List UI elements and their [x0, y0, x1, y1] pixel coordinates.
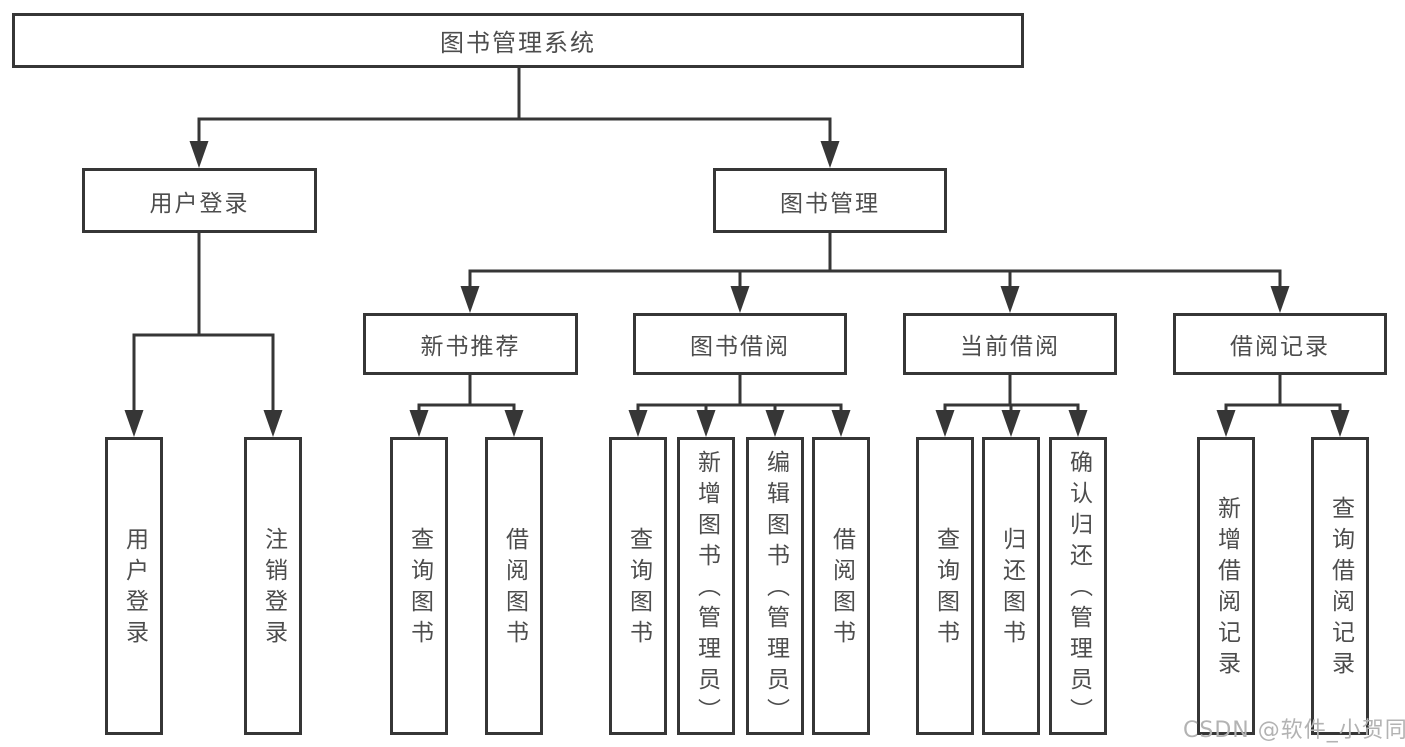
connector-level2	[197, 117, 832, 148]
arrow-down-icon	[1270, 286, 1290, 313]
node-user-login: 用户登录	[82, 168, 317, 233]
arrow-down-icon	[730, 286, 750, 313]
arrow-down-icon	[831, 410, 851, 437]
leaf-return-books: 归还图书	[982, 437, 1040, 735]
leaf-edit-books-admin: 编辑图书（管理员）	[746, 437, 804, 735]
arrow-down-icon	[820, 141, 840, 168]
arrow-down-icon	[1000, 286, 1020, 313]
watermark: CSDN @软件_小贺同学	[1183, 718, 1405, 743]
leaf-user-login: 用户登录	[105, 437, 163, 735]
connector-new-book-recommend	[417, 375, 516, 415]
connector-user-login	[132, 233, 275, 415]
arrow-down-icon	[1330, 410, 1350, 437]
connector-current-borrow	[943, 375, 1080, 415]
arrow-down-icon	[935, 410, 955, 437]
arrow-down-icon	[696, 410, 716, 437]
connector-book-management	[468, 233, 1282, 293]
arrow-down-icon	[460, 286, 480, 313]
leaf-query-books-recommend: 查询图书	[390, 437, 448, 735]
leaf-logout: 注销登录	[244, 437, 302, 735]
arrow-down-icon	[504, 410, 524, 437]
leaf-confirm-return-admin: 确认归还（管理员）	[1049, 437, 1107, 735]
arrow-down-icon	[1068, 410, 1088, 437]
leaf-borrow-books-recommend: 借阅图书	[485, 437, 543, 735]
connector-book-borrow	[636, 375, 843, 415]
arrow-down-icon	[1216, 410, 1236, 437]
leaf-borrow-books: 借阅图书	[812, 437, 870, 735]
arrow-down-icon	[1001, 410, 1021, 437]
node-book-management: 图书管理	[713, 168, 947, 233]
node-library-management-system: 图书管理系统	[12, 13, 1024, 68]
arrow-down-icon	[189, 141, 209, 168]
leaf-query-books-borrow: 查询图书	[609, 437, 667, 735]
arrow-down-icon	[765, 410, 785, 437]
node-borrow-records: 借阅记录	[1173, 313, 1387, 375]
arrow-down-icon	[263, 410, 283, 437]
node-new-book-recommend: 新书推荐	[363, 313, 578, 375]
connector-borrow-records	[1224, 375, 1342, 415]
node-current-borrow: 当前借阅	[903, 313, 1117, 375]
leaf-query-borrow-record: 查询借阅记录	[1311, 437, 1369, 735]
leaf-query-books-current: 查询图书	[916, 437, 974, 735]
arrow-down-icon	[628, 410, 648, 437]
arrow-down-icon	[409, 410, 429, 437]
node-book-borrow: 图书借阅	[633, 313, 847, 375]
arrow-down-icon	[124, 410, 144, 437]
leaf-add-books-admin: 新增图书（管理员）	[677, 437, 735, 735]
leaf-add-borrow-record: 新增借阅记录	[1197, 437, 1255, 735]
